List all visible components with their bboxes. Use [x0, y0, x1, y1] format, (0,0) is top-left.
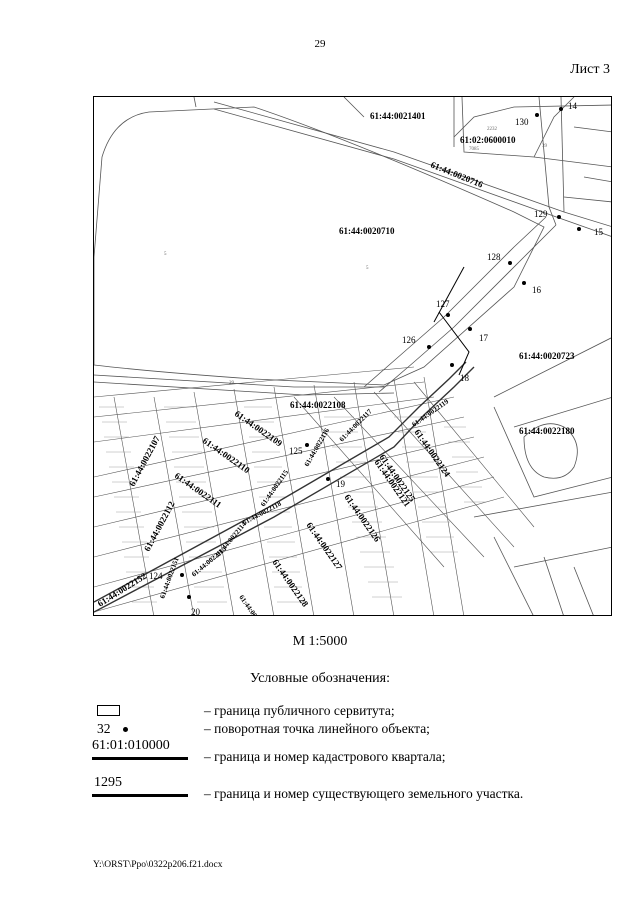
cadastral-map: 61:44:0021401 61:02:0600010 61:44:002071… [93, 96, 612, 616]
quarter-label: 61:44:0022112 [142, 499, 177, 553]
quarter-label: 61:02:0600010 [460, 135, 516, 145]
point-label: 130 [515, 117, 529, 127]
quarter-label: 61:44:0021401 [370, 111, 426, 121]
scale-label: М 1:5000 [292, 634, 348, 649]
quarter-label: 61:44:0022124 [412, 427, 452, 479]
point-label: 125 [289, 446, 303, 456]
quarter-label: 61:44:0022109 [233, 408, 285, 448]
point-label: 126 [402, 335, 416, 345]
sheet-label: Лист 3 [570, 62, 610, 77]
legend-item-text: – граница и номер кадастрового квартала; [204, 749, 446, 764]
turn-point-symbol [123, 727, 128, 732]
quarter-label: 61:44:0022117 [338, 407, 374, 443]
quarter-label: 61:44:0022108 [290, 400, 346, 410]
quarter-label: 61:44:0022114 [214, 520, 248, 558]
legend-point-number: 32 [97, 721, 111, 736]
svg-text:39: 39 [542, 144, 548, 149]
legend-title: Условные обозначения: [249, 671, 391, 686]
svg-text:2232: 2232 [487, 127, 498, 132]
point-label: 129 [534, 209, 548, 219]
point-label: 18 [460, 373, 470, 383]
map-point-labels: 14 15 16 17 18 19 20 124 125 126 127 128… [149, 101, 604, 616]
map-quarter-labels: 61:44:0021401 61:02:0600010 61:44:002071… [96, 111, 575, 616]
quarter-label: 61:44:0022128 [270, 557, 310, 609]
quarter-boundary-symbol [92, 757, 188, 760]
svg-text:29: 29 [229, 381, 235, 386]
svg-text:7085: 7085 [469, 147, 480, 152]
point-label: 128 [487, 252, 501, 262]
parcel-boundary-symbol [92, 794, 188, 797]
point-label: 14 [568, 101, 578, 111]
quarter-label: 61:44:0022110 [201, 435, 252, 475]
quarter-label: 61:44:0022126 [342, 492, 382, 544]
map-lot-lines [99, 406, 486, 603]
point-label: 15 [594, 227, 604, 237]
quarter-label: 61:44:0022107 [127, 434, 162, 488]
point-label: 16 [532, 285, 542, 295]
map-minor-labels: 5 5 29 2232 7085 39 [164, 127, 548, 386]
page-number: 29 [314, 38, 326, 50]
quarter-label: 61:44:0022129 [237, 594, 269, 616]
quarter-label: 61:44:0020723 [519, 351, 575, 361]
point-label: 20 [191, 607, 201, 616]
map-servitude-boundary [94, 361, 475, 613]
legend-item-text: – граница и номер существующего земельно… [204, 786, 524, 801]
footer-file-path: Y:\ORST\Ppo\0322p206.f21.docx [93, 860, 223, 870]
svg-text:5: 5 [366, 266, 369, 271]
servitude-boundary-symbol [97, 705, 120, 716]
quarter-label: 61:44:0022180 [519, 426, 575, 436]
point-label: 124 [149, 571, 163, 581]
legend-parcel-number: 1295 [94, 775, 122, 790]
map-turn-points [180, 107, 581, 599]
legend-item-text: – поворотная точка линейного объекта; [204, 721, 430, 736]
legend-item-text: – граница публичного сервитута; [204, 703, 395, 718]
quarter-label: 61:44:0022152 [96, 571, 149, 609]
quarter-label: 61:44:0020710 [339, 226, 395, 236]
point-label: 17 [479, 333, 489, 343]
linear-object [438, 311, 470, 376]
point-label: 127 [436, 299, 450, 309]
quarter-label: 61:44:0022111 [173, 470, 224, 510]
legend-quarter-number: 61:01:010000 [92, 738, 170, 753]
point-label: 19 [336, 479, 346, 489]
svg-text:5: 5 [164, 252, 167, 257]
